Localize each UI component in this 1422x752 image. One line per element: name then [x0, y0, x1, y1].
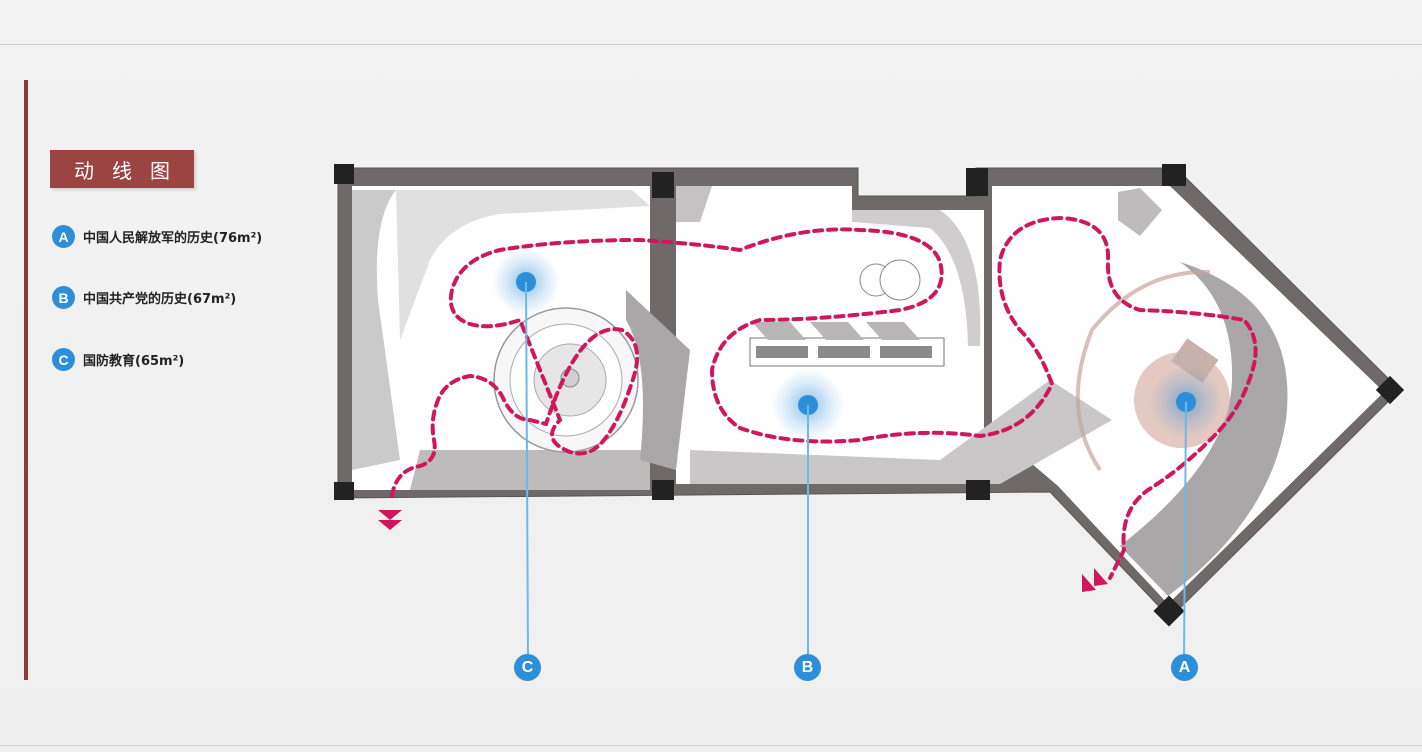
pillar-4: [1162, 164, 1186, 186]
room-c-bottom-wall: [410, 450, 650, 490]
legend-label-c: 国防教育(65m²): [83, 354, 185, 369]
exit-arrow-2: [378, 520, 402, 530]
room-b-top-wall: [676, 186, 712, 222]
entry-arrow-2: [1094, 568, 1108, 586]
room-c-curve-wall: [626, 290, 690, 470]
pillar-3: [966, 168, 988, 196]
round-table-2: [879, 259, 921, 301]
leader-line-a: [1183, 401, 1187, 657]
legend-badge-c: C: [52, 348, 75, 371]
pillar-6: [652, 480, 674, 500]
marker-label-a: A: [1171, 654, 1198, 681]
display-case-1: [756, 346, 808, 358]
pillar-8: [1375, 375, 1405, 405]
pillar-5: [334, 482, 354, 500]
legend-item-b: B 中国共产党的历史(67m²): [52, 286, 236, 309]
exit-arrow-1: [378, 510, 402, 520]
pillar-7: [966, 480, 990, 500]
display-bench-3: [866, 322, 920, 340]
marker-label-c: C: [514, 654, 541, 681]
legend-label-a: 中国人民解放军的历史(76m²): [83, 231, 263, 246]
room-a-box: [1171, 338, 1219, 383]
legend-item-c: C 国防教育(65m²): [52, 348, 184, 371]
page-title: 动线图: [50, 150, 194, 188]
marker-label-b: B: [794, 654, 821, 681]
legend-badge-b: B: [52, 286, 75, 309]
visitor-route-path: [390, 215, 1258, 580]
display-case-3: [880, 346, 932, 358]
left-accent-bar: [24, 80, 28, 680]
display-case-2: [818, 346, 870, 358]
legend-item-a: A 中国人民解放军的历史(76m²): [52, 225, 262, 248]
room-b-top-right-wall: [852, 210, 981, 346]
bottom-divider: [0, 745, 1422, 746]
pillar-1: [334, 164, 354, 184]
room-c-top-wall: [396, 190, 650, 340]
display-bench-1: [752, 322, 806, 340]
display-bench-2: [810, 322, 864, 340]
room-b-bottom-wall: [690, 380, 1112, 484]
room-a-platform-ring: [1075, 269, 1211, 472]
top-divider: [0, 44, 1422, 45]
leader-line-c: [525, 281, 529, 657]
room-a-block: [1118, 188, 1162, 236]
room-c-left-wall: [352, 190, 400, 470]
pillar-2: [652, 172, 674, 198]
legend-badge-a: A: [52, 225, 75, 248]
entry-arrow-1: [1082, 574, 1096, 592]
legend-label-b: 中国共产党的历史(67m²): [83, 292, 237, 307]
room-a-curve-wall: [1120, 262, 1288, 596]
